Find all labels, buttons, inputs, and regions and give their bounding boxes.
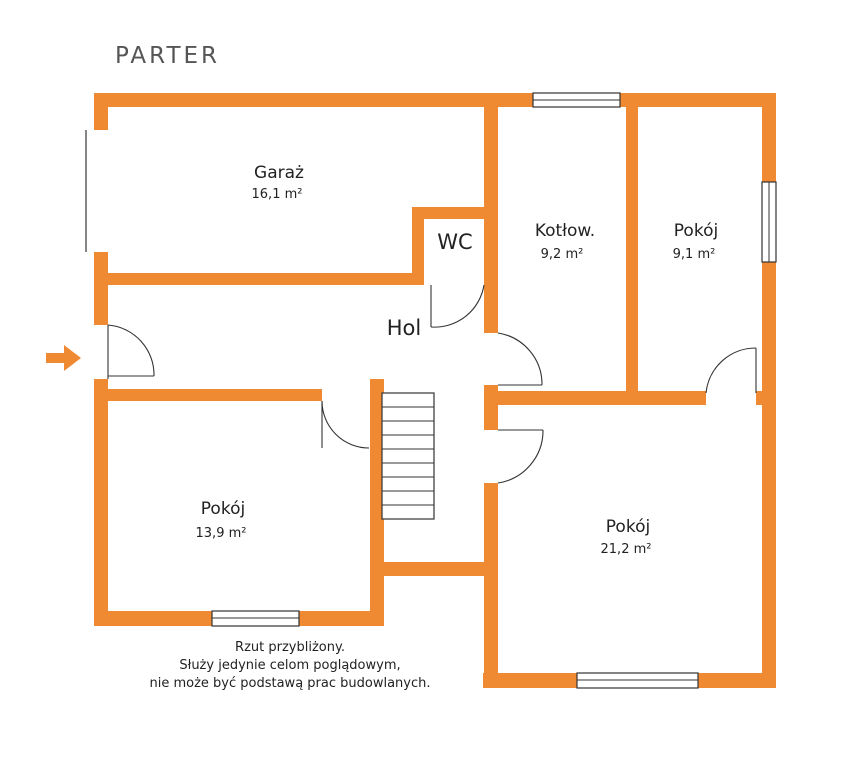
walls xyxy=(94,93,776,688)
room-boiler-name: Kotłow. xyxy=(535,221,595,241)
room-se-area: 21,2 m² xyxy=(601,542,652,557)
room-ne-area: 9,1 m² xyxy=(673,247,716,262)
room-sw-area: 13,9 m² xyxy=(196,526,247,541)
door-room-ne xyxy=(705,347,757,394)
plan-title: PARTER xyxy=(115,43,220,69)
wall-top xyxy=(94,93,776,107)
wall-garage-hall xyxy=(94,273,424,285)
window-right xyxy=(761,181,777,263)
room-ne-name: Pokój xyxy=(674,221,718,241)
disclaimer-line-2: Służy jedynie celom poglądowym, xyxy=(179,658,401,673)
disclaimer-line-3: nie może być podstawą prac budowlanych. xyxy=(149,676,431,691)
room-wc-name: WC xyxy=(437,230,472,254)
room-garage-name: Garaż xyxy=(254,163,304,183)
wall-hall-sw xyxy=(94,389,322,401)
room-garage-area: 16,1 m² xyxy=(252,187,303,202)
wall-left-lower xyxy=(94,379,108,626)
door-entrance xyxy=(107,324,155,379)
window-bottom-right xyxy=(576,672,699,689)
room-se-name: Pokój xyxy=(606,517,650,537)
window-bottom-left xyxy=(211,610,300,627)
wall-left-garage-bottom xyxy=(94,252,108,325)
wall-wc-top xyxy=(412,207,496,219)
room-boiler-area: 9,2 m² xyxy=(541,247,584,262)
door-room-se xyxy=(497,429,544,484)
room-sw-name: Pokój xyxy=(201,499,245,519)
window-top xyxy=(532,92,621,108)
disclaimer-line-1: Rzut przybliżony. xyxy=(235,640,345,655)
wall-central-bottom xyxy=(484,483,498,688)
staircase xyxy=(381,392,435,520)
door-boiler xyxy=(497,332,543,386)
room-hall-name: Hol xyxy=(387,316,421,340)
wall-central-top xyxy=(484,93,498,333)
entrance-arrow xyxy=(46,345,81,371)
wall-stair-bottom xyxy=(370,562,498,576)
door-wc xyxy=(430,284,485,328)
wall-right-stub xyxy=(756,391,776,405)
wall-boiler-room xyxy=(626,93,638,393)
wall-wc-left xyxy=(412,207,424,285)
disclaimer: Rzut przybliżony. Służy jedynie celom po… xyxy=(120,639,460,693)
door-room-sw xyxy=(321,400,370,449)
wall-middle-horizontal xyxy=(484,391,706,405)
wall-left-garage-top xyxy=(94,93,108,130)
